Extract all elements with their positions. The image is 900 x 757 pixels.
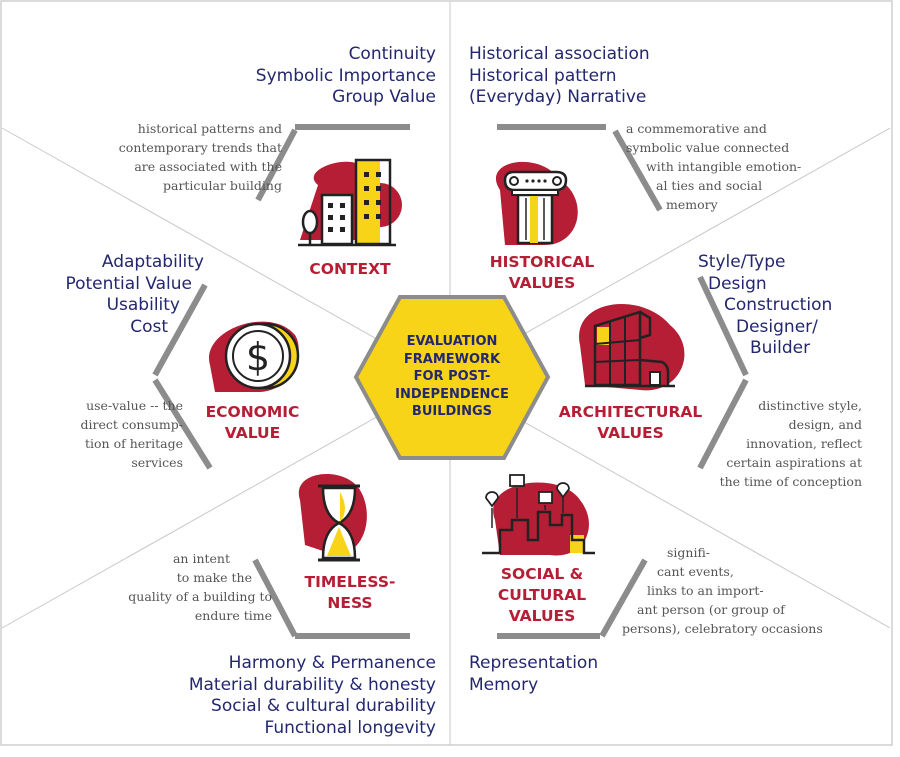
center-hexagon [353,295,551,460]
description-line: to make the [176,570,252,585]
description-line: services [131,455,183,470]
label-line: VALUE [224,424,281,442]
criteria-timelessness: Harmony & Permanence Material durability… [120,653,436,739]
criteria-item: Functional longevity [264,717,436,738]
description-line: certain aspirations at [726,455,862,470]
description-line: contemporary trends that [118,140,282,155]
label-line: TIMELESS- [304,573,396,591]
criteria-item: Group Value [332,87,436,107]
label-line: ECONOMIC [205,403,300,421]
description-architectural: distinctive style, design, and innovatio… [690,396,862,491]
criteria-item: Cost [130,316,168,337]
modern-building-icon [579,303,685,391]
criteria-item: Designer/ [736,316,818,337]
label-line: CONTEXT [309,260,391,278]
description-line: historical patterns and [137,121,282,136]
dollar-coin-icon: $ [209,321,300,392]
description-line: a commemorative and [626,121,767,136]
outer-hexagon [152,124,749,639]
description-line: endure time [194,608,272,623]
description-line: are associated with the [134,159,282,174]
criteria-item: Usability [106,295,180,315]
criteria-item: Harmony & Permanence [228,653,436,673]
description-line: innovation, reflect [746,436,862,451]
criteria-item: Construction [724,295,833,315]
label-line: VALUES [508,607,576,625]
criteria-item: Continuity [348,44,436,64]
hourglass-icon [298,473,367,562]
description-line: distinctive style, [758,398,862,413]
label-line: SOCIAL & [500,565,584,583]
description-historical: a commemorative and symbolic value conne… [626,119,846,214]
center-line: FOR POST- [413,369,491,384]
center-line: BUILDINGS [411,404,493,419]
label-line: CULTURAL [497,586,587,604]
criteria-context: Continuity Symbolic Importance Group Val… [180,44,436,109]
description-line: with intangible emotion- [646,159,802,174]
criteria-item: Historical pattern [469,65,617,86]
criteria-item: (Everyday) Narrative [469,87,647,107]
description-line: design, and [788,417,862,432]
description-line: the time of conception [719,474,862,489]
label-line: VALUES [597,424,664,442]
criteria-economic: Adaptability Potential Value Usability C… [20,252,204,338]
outer-frame [0,0,893,746]
label-line: NESS [327,594,373,612]
criteria-social: Representation Memory [469,653,689,696]
ionic-column-icon [495,161,578,245]
center-line: INDEPENDENCE [395,386,509,402]
criteria-item: Builder [750,338,811,358]
center-line: FRAMEWORK [403,351,501,367]
description-line: particular building [162,178,282,193]
criteria-item: Memory [469,674,539,695]
label-line: VALUES [508,274,576,292]
description-line: cant events, [657,564,734,579]
label-line: ARCHITECTURAL [558,403,703,421]
description-line: symbolic value connected [626,140,790,155]
criteria-item: Historical association [469,44,650,64]
label-line: HISTORICAL [489,253,595,271]
criteria-item: Symbolic Importance [255,65,436,86]
description-line: links to an import- [647,583,764,598]
criteria-item: Design [708,273,767,294]
description-line: quality of a building to [128,589,272,604]
description-context: historical patterns and contemporary tre… [100,119,282,195]
description-line: ant person (or group of [637,602,785,617]
description-line: persons), celebratory occasions [622,621,823,636]
criteria-item: Material durability & honesty [188,674,436,695]
criteria-item: Representation [469,653,599,673]
label-social: SOCIAL & CULTURAL VALUES [477,564,607,627]
description-line: al ties and social [656,178,763,193]
description-line: direct consump- [80,417,184,432]
label-economic: ECONOMIC VALUE [190,402,315,444]
criteria-item: Social & cultural durability [211,696,436,716]
description-line: an intent [172,551,230,566]
description-economic: use-value -- the direct consump- tion of… [20,396,184,472]
description-line: signifi- [667,545,711,560]
center-line: EVALUATION [406,334,498,349]
label-timelessness: TIMELESS- NESS [290,572,410,614]
svg-text:$: $ [246,335,270,379]
description-line: use-value -- the [86,398,183,413]
criteria-item: Adaptability [101,252,204,272]
label-context: CONTEXT [290,259,410,280]
label-architectural: ARCHITECTURAL VALUES [543,402,718,444]
description-line: memory [666,197,718,212]
criteria-historical: Historical association Historical patter… [469,44,749,109]
criteria-architectural: Style/Type Design Construction Designer/… [690,252,850,360]
center-title: EVALUATION FRAMEWORK FOR POST- INDEPENDE… [360,333,544,421]
description-social: signifi- cant events, links to an import… [622,543,862,638]
city-likes-icon [482,474,595,556]
criteria-item: Style/Type [698,252,786,272]
buildings-icon [298,158,402,247]
criteria-item: Potential Value [65,273,192,294]
description-timelessness: an intent to make the quality of a build… [100,549,272,625]
description-line: tion of heritage [85,436,183,451]
label-historical: HISTORICAL VALUES [477,252,607,294]
